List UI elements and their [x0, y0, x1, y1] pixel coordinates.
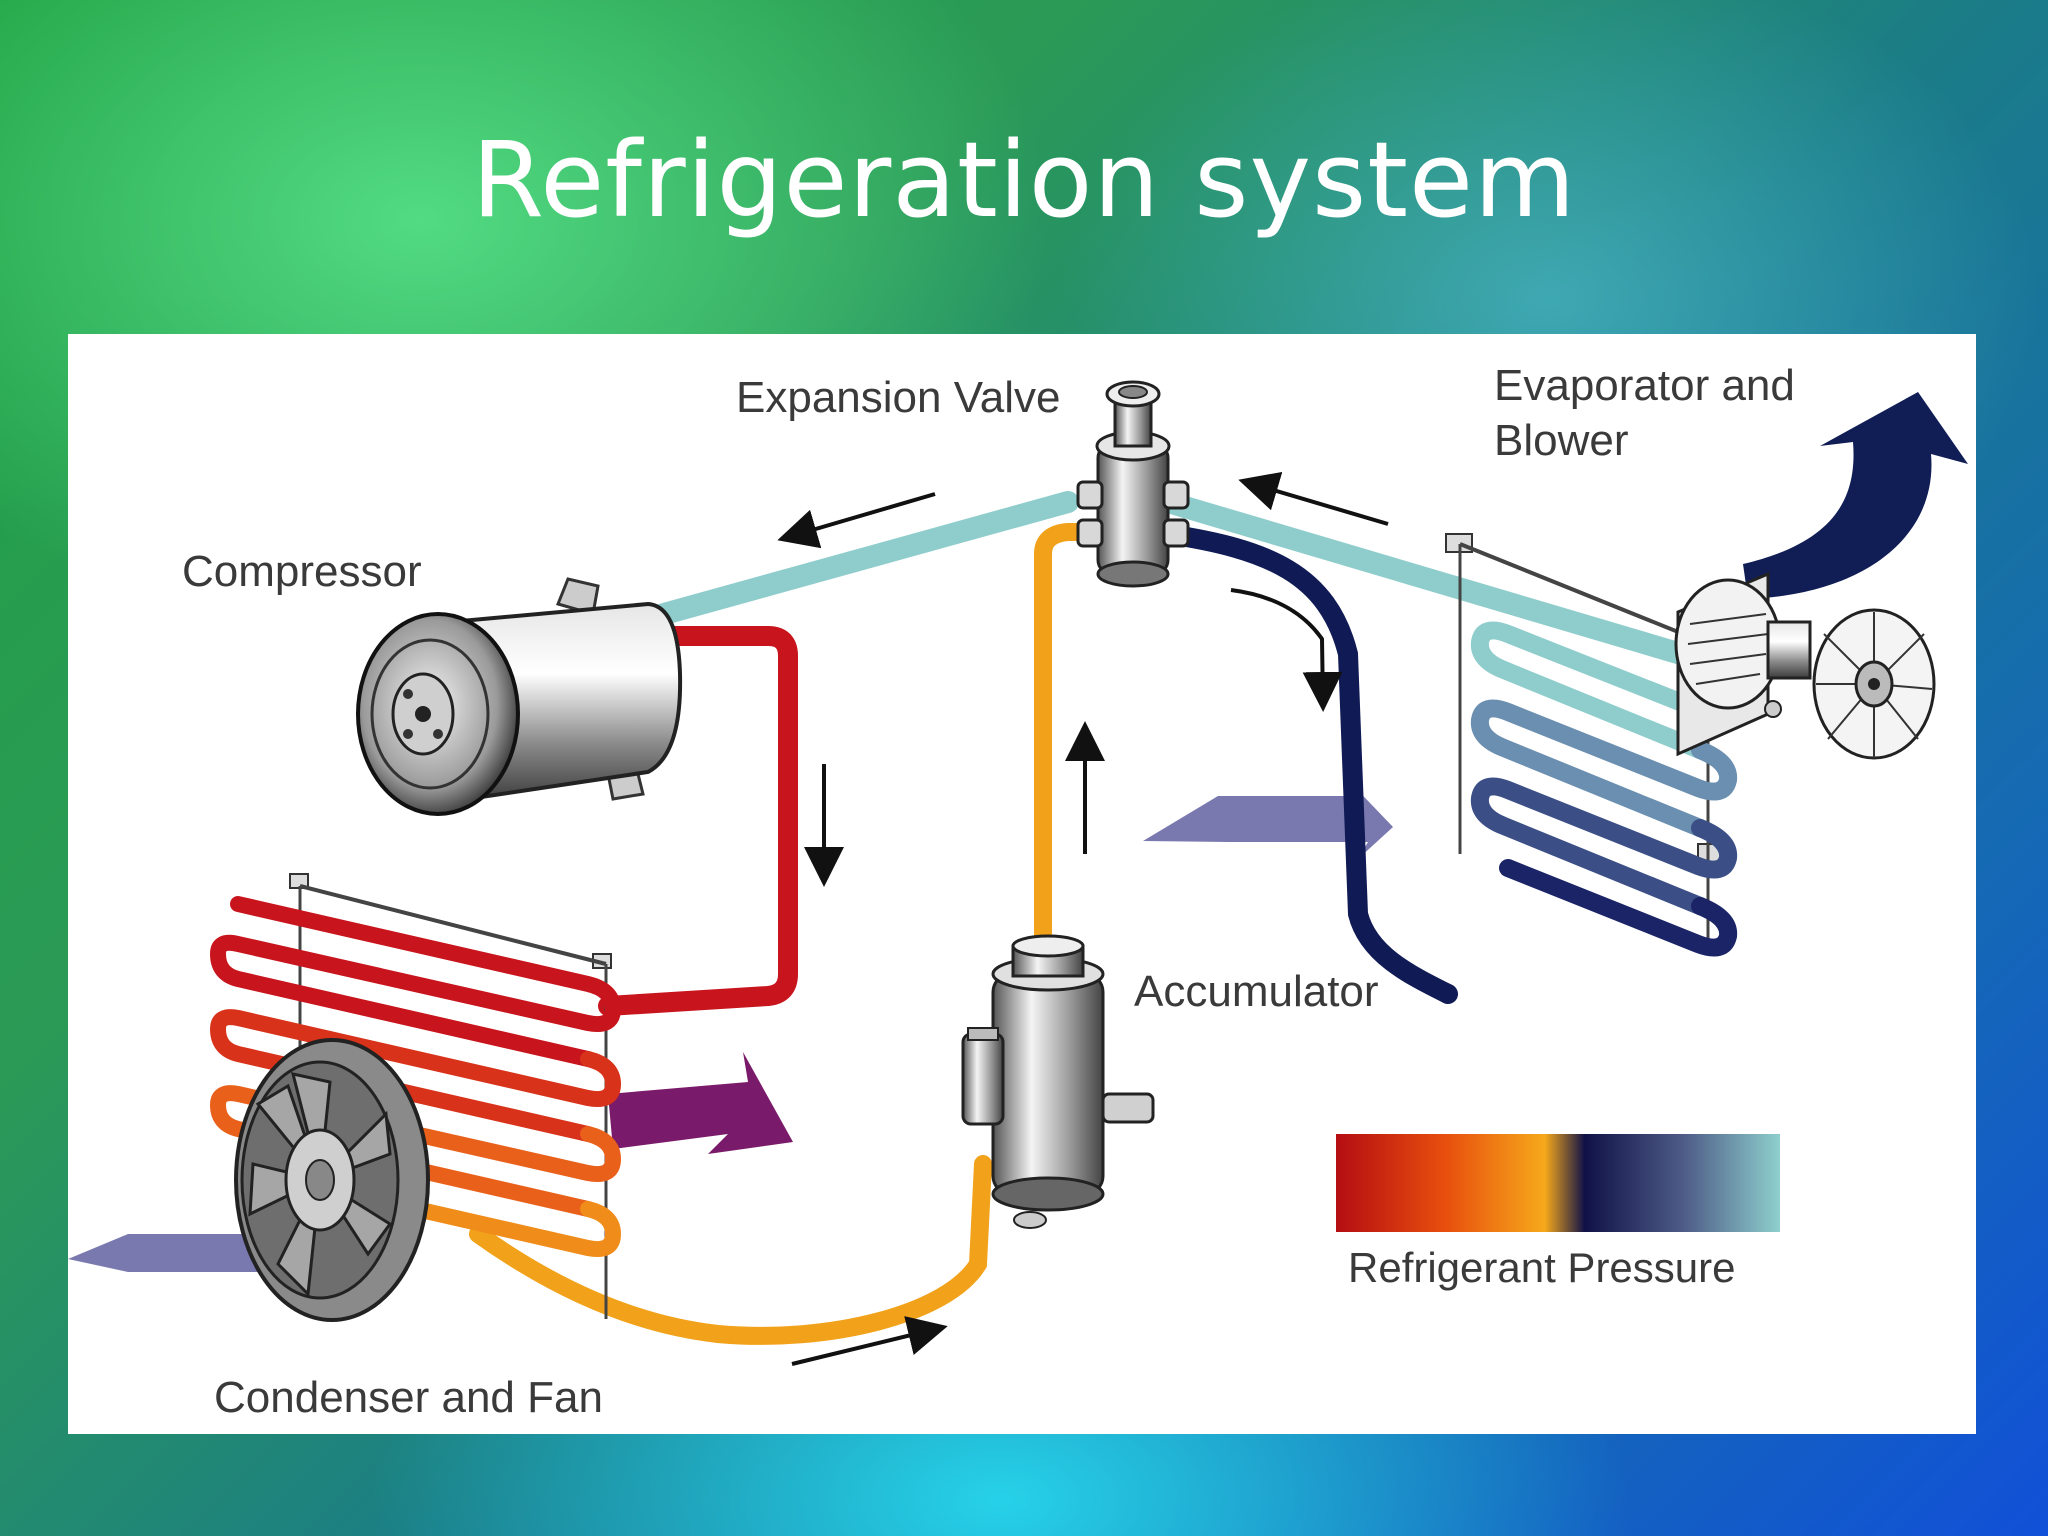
- label-condenser-fan: Condenser and Fan: [214, 1373, 603, 1422]
- diagram-panel: Expansion Valve Evaporator and Blower Co…: [68, 334, 1976, 1434]
- label-evaporator-blower: Evaporator and Blower: [1494, 361, 1795, 465]
- flow-arrow-to-compressor: [777, 492, 936, 549]
- label-expansion-valve: Expansion Valve: [736, 373, 1061, 422]
- flow-arrow-from-evaporator: [1238, 471, 1389, 526]
- refrigeration-diagram: [68, 380, 1968, 1366]
- condenser-outlet-air-arrow: [608, 1052, 793, 1154]
- legend-label: Refrigerant Pressure: [1348, 1244, 1736, 1291]
- condenser: [209, 873, 622, 1319]
- blower-outlet-air-arrow: [1743, 392, 1968, 599]
- discharge-line-pipe: [598, 626, 798, 1016]
- flow-arrows: [777, 471, 1389, 1366]
- accumulator-to-valve-pipe: [1034, 523, 1097, 983]
- label-accumulator: Accumulator: [1134, 967, 1379, 1016]
- slide-title: Refrigeration system: [471, 119, 1577, 241]
- suction-line-pipe: [617, 491, 1079, 635]
- label-compressor: Compressor: [182, 547, 422, 596]
- condenser-inlet-air-arrow: [68, 1202, 398, 1299]
- blower: [1674, 571, 1936, 760]
- liquid-line-pipe: [469, 1155, 992, 1345]
- compressor: [356, 577, 683, 816]
- flow-arrow-to-evaporator: [1230, 588, 1343, 712]
- evaporator-return-pipe: [1157, 491, 1719, 673]
- condenser-fan: [234, 1038, 430, 1322]
- pressure-legend-gradient: [1336, 1134, 1780, 1232]
- flow-arrow-liquid-line: [791, 1316, 948, 1366]
- expansion-valve: [1076, 380, 1190, 588]
- accumulator: [961, 934, 1155, 1229]
- evaporator-inlet-air-arrow: [1143, 780, 1393, 859]
- evaporator-feed-pipe: [1158, 524, 1458, 1004]
